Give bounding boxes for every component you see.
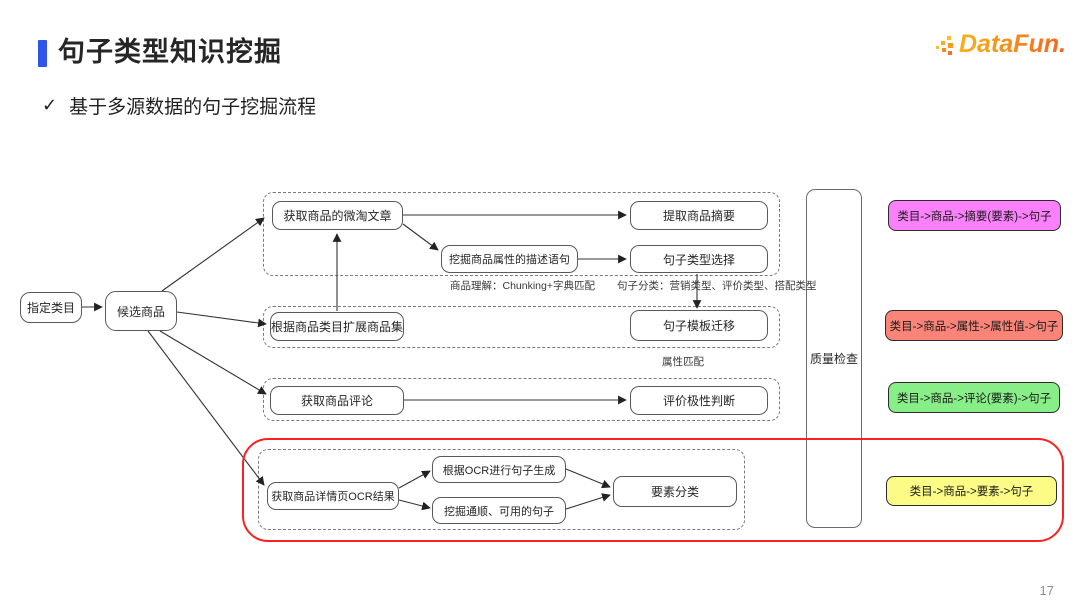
- group-review-flow: [263, 378, 780, 421]
- bullet-text: 基于多源数据的句子挖掘流程: [69, 97, 317, 118]
- page-number: 17: [1039, 583, 1054, 598]
- node-label: 句子类型选择: [662, 252, 735, 267]
- node-label: 要素分类: [650, 485, 699, 499]
- group-ocr-flow: [258, 449, 745, 530]
- node-get-weitao: 获取商品的微淘文章: [272, 201, 403, 230]
- node-label: 获取商品的微淘文章: [283, 209, 392, 223]
- datafun-logo-dots-icon: [936, 35, 953, 55]
- node-label: 根据商品类目扩展商品集: [271, 320, 404, 334]
- page-title: 句子类型知识挖掘: [58, 37, 282, 67]
- node-label: 句子模板迁移: [662, 319, 735, 333]
- node-mine-fluent: 挖掘通顺、可用的句子: [432, 497, 566, 524]
- node-label: 获取商品详情页OCR结果: [271, 491, 395, 503]
- output-label: 类目->商品->摘要(要素)->句子: [897, 210, 1052, 223]
- node-mine-attr-desc: 挖掘商品属性的描述语句: [441, 245, 578, 273]
- note-attr-match: 属性匹配: [662, 356, 704, 368]
- node-label: 根据OCR进行句子生成: [442, 464, 556, 477]
- datafun-logo-text: DataFun.: [959, 30, 1066, 58]
- group-weitao-flow: [263, 192, 780, 276]
- datafun-logo: DataFun.: [933, 30, 1066, 59]
- bullet-line: ✓ 基于多源数据的句子挖掘流程: [42, 92, 316, 119]
- node-template-transfer: 句子模板迁移: [630, 310, 768, 341]
- output-label: 类目->商品->属性->属性值->句子: [889, 320, 1059, 333]
- node-get-ocr: 获取商品详情页OCR结果: [267, 482, 399, 510]
- node-label: 评价极性判断: [662, 394, 735, 408]
- node-extract-summary: 提取商品摘要: [630, 201, 768, 230]
- node-label: 提取商品摘要: [662, 209, 735, 223]
- output-element-path: 类目->商品->要素->句子: [886, 476, 1057, 506]
- check-icon: ✓: [42, 95, 58, 115]
- title-accent-bar: [38, 40, 47, 67]
- node-expand-items: 根据商品类目扩展商品集: [270, 312, 404, 341]
- node-label: 挖掘通顺、可用的句子: [444, 505, 554, 518]
- note-chunking: 商品理解：Chunking+字典匹配: [450, 280, 595, 292]
- node-sentence-type-select: 句子类型选择: [630, 245, 768, 273]
- node-element-classify: 要素分类: [613, 476, 737, 507]
- output-review-path: 类目->商品->评论(要素)->句子: [888, 382, 1060, 413]
- node-get-reviews: 获取商品评论: [270, 386, 404, 415]
- output-summary-path: 类目->商品->摘要(要素)->句子: [888, 200, 1061, 231]
- node-polarity-judge: 评价极性判断: [630, 386, 768, 415]
- output-attribute-path: 类目->商品->属性->属性值->句子: [885, 310, 1063, 341]
- node-assign-category: 指定类目: [20, 292, 82, 323]
- node-label: 指定类目: [26, 301, 75, 315]
- node-label: 获取商品评论: [300, 394, 373, 408]
- node-candidate-items: 候选商品: [105, 291, 177, 331]
- node-ocr-sentence-gen: 根据OCR进行句子生成: [432, 456, 566, 483]
- node-label: 质量检查: [809, 352, 858, 366]
- node-label: 挖掘商品属性的描述语句: [449, 254, 570, 266]
- node-label: 候选商品: [116, 304, 165, 319]
- output-label: 类目->商品->要素->句子: [909, 486, 1034, 498]
- output-label: 类目->商品->评论(要素)->句子: [896, 392, 1052, 405]
- note-sentence-class: 句子分类：营销类型、评价类型、搭配类型: [617, 280, 817, 292]
- node-quality-check: 质量检查: [806, 189, 862, 528]
